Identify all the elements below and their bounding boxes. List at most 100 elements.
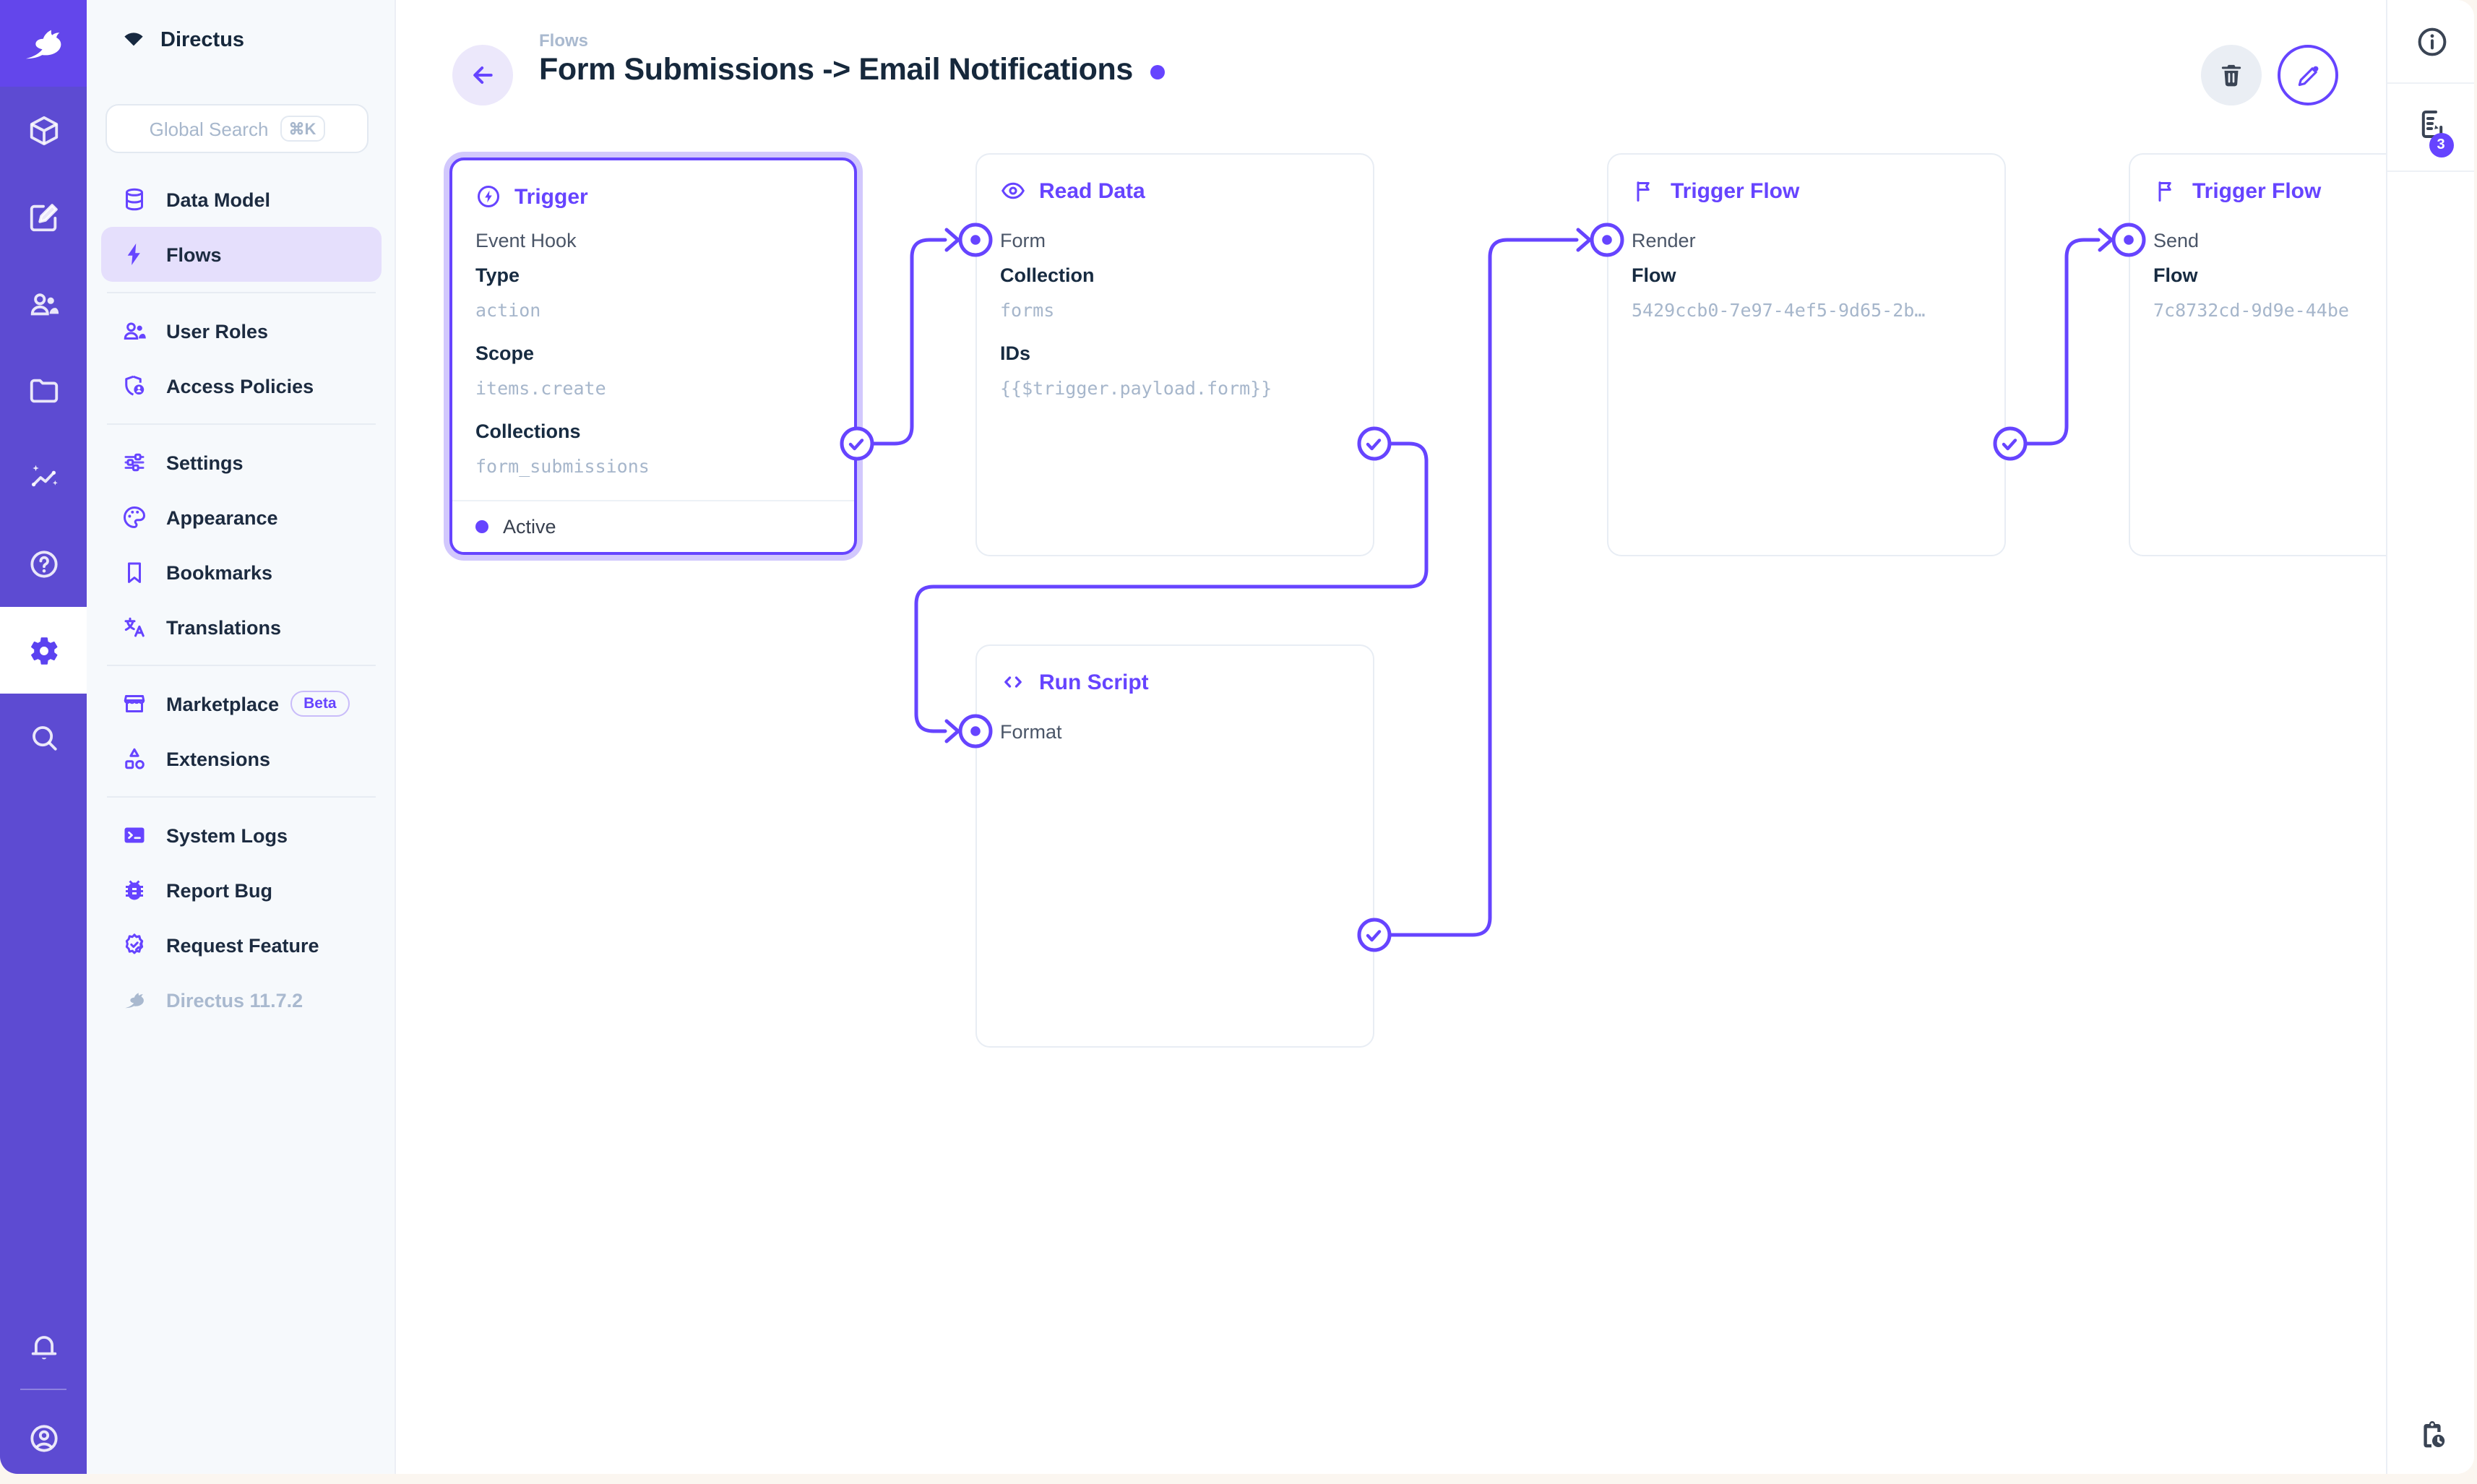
translate-icon bbox=[124, 617, 145, 637]
module-content[interactable] bbox=[0, 87, 87, 173]
rabbit-icon bbox=[125, 993, 144, 1009]
wire-arrowhead bbox=[2098, 228, 2114, 252]
nav-item-marketplace[interactable]: Marketplace Beta bbox=[101, 676, 382, 731]
nav-item-version[interactable]: Directus 11.7.2 bbox=[101, 972, 382, 1027]
beta-badge: Beta bbox=[290, 691, 350, 717]
nav-item-settings[interactable]: Settings bbox=[101, 435, 382, 490]
page-title-row: Form Submissions -> Email Notifications bbox=[539, 52, 1165, 88]
edit-flow-button[interactable] bbox=[2278, 45, 2338, 105]
nav-item-access-policies[interactable]: Access Policies bbox=[101, 358, 382, 413]
project-name: Directus bbox=[160, 29, 245, 52]
edit-icon bbox=[29, 203, 57, 231]
nav-divider bbox=[107, 423, 376, 425]
node-title: Run Script bbox=[1000, 666, 1350, 698]
notifications-button[interactable] bbox=[0, 1303, 87, 1390]
version-label: Directus 11.7.2 bbox=[166, 989, 303, 1011]
wire-arrowhead bbox=[944, 228, 960, 252]
nav-item-appearance[interactable]: Appearance bbox=[101, 490, 382, 545]
nav-item-extensions[interactable]: Extensions bbox=[101, 731, 382, 786]
people-icon bbox=[30, 293, 59, 315]
back-button[interactable] bbox=[452, 45, 513, 105]
bookmark-icon bbox=[128, 562, 141, 583]
pending-revisions-button[interactable] bbox=[2387, 1400, 2474, 1470]
bolt-circle-icon bbox=[478, 186, 499, 207]
sliders-icon bbox=[124, 453, 145, 472]
nav-divider bbox=[107, 292, 376, 293]
breadcrumb[interactable]: Flows bbox=[539, 30, 589, 51]
module-bar bbox=[0, 0, 87, 1474]
node-title: Read Data bbox=[1000, 175, 1350, 207]
user-menu-button[interactable] bbox=[0, 1394, 87, 1474]
info-icon bbox=[2417, 27, 2446, 56]
users-icon bbox=[124, 322, 146, 340]
flow-node-trigger[interactable]: Trigger Event Hook Type action Scope ite… bbox=[449, 158, 857, 555]
module-files[interactable] bbox=[0, 347, 87, 433]
flow-node-run-script[interactable]: Run Script Format bbox=[975, 644, 1374, 1048]
module-insights[interactable] bbox=[0, 433, 87, 520]
palette-icon bbox=[124, 506, 146, 529]
active-dot-icon bbox=[475, 520, 488, 533]
module-help[interactable] bbox=[0, 520, 87, 607]
module-settings[interactable] bbox=[0, 607, 87, 694]
bell-icon bbox=[30, 1335, 56, 1359]
eye-icon bbox=[1001, 182, 1025, 199]
wire-trigger-flow-to-trigger-flow bbox=[2024, 238, 2101, 446]
help-icon bbox=[30, 550, 57, 577]
arrow-left-icon bbox=[473, 66, 493, 84]
global-search-input[interactable]: Global Search ⌘K bbox=[105, 104, 369, 153]
notices-sidebar-button[interactable]: 3 bbox=[2387, 84, 2474, 171]
notices-count-badge: 3 bbox=[2429, 132, 2453, 157]
wire-trigger-to-read-data bbox=[871, 238, 947, 446]
module-editor[interactable] bbox=[0, 173, 87, 260]
nav-list: Data Model Flows User Roles Access Polic… bbox=[101, 172, 382, 1027]
module-users[interactable] bbox=[0, 260, 87, 347]
node-input-label: Send bbox=[2153, 230, 2200, 251]
box-icon bbox=[29, 115, 58, 145]
node-title: Trigger Flow bbox=[2153, 175, 2386, 207]
nav-item-bookmarks[interactable]: Bookmarks bbox=[101, 545, 382, 600]
trigger-status: Active bbox=[452, 500, 854, 552]
search-shortcut-badge: ⌘K bbox=[280, 116, 325, 142]
trigger-type: Event Hook bbox=[475, 230, 577, 251]
flow-node-trigger-flow-render[interactable]: Trigger Flow Render Flow 5429ccb0-7e97-4… bbox=[1607, 153, 2006, 556]
terminal-icon bbox=[124, 827, 145, 843]
nav-item-flows[interactable]: Flows bbox=[101, 227, 382, 282]
sidebar-divider bbox=[2387, 171, 2474, 172]
delete-flow-button[interactable] bbox=[2201, 45, 2262, 105]
insights-icon bbox=[30, 464, 57, 486]
database-icon bbox=[126, 188, 143, 211]
nav-panel: Directus Global Search ⌘K Data Model Flo… bbox=[87, 0, 396, 1474]
flow-canvas[interactable]: Flows Form Submissions -> Email Notifica… bbox=[396, 0, 2386, 1474]
nav-item-report-bug[interactable]: Report Bug bbox=[101, 863, 382, 918]
node-input-label: Form bbox=[1000, 230, 1046, 251]
page-title: Form Submissions -> Email Notifications bbox=[539, 52, 1133, 87]
nav-item-user-roles[interactable]: User Roles bbox=[101, 303, 382, 358]
info-sidebar-button[interactable] bbox=[2387, 0, 2474, 82]
settings-icon bbox=[30, 637, 57, 664]
directus-rabbit-icon bbox=[25, 30, 61, 59]
flag-icon bbox=[1637, 181, 1650, 202]
project-chooser[interactable]: Directus bbox=[87, 12, 396, 69]
nav-item-data-model[interactable]: Data Model bbox=[101, 172, 382, 227]
right-sidebar: 3 bbox=[2386, 0, 2474, 1474]
shield-user-icon bbox=[125, 375, 145, 396]
nav-item-translations[interactable]: Translations bbox=[101, 600, 382, 655]
extensions-icon bbox=[125, 748, 145, 769]
bug-icon bbox=[126, 880, 143, 900]
search-icon bbox=[32, 725, 56, 750]
flow-node-trigger-flow-send[interactable]: Trigger Flow Send Flow 7c8732cd-9d9e-44b… bbox=[2129, 153, 2386, 556]
code-icon bbox=[1004, 676, 1022, 688]
wire-run-script-to-trigger-flow bbox=[1388, 238, 1579, 937]
flow-node-read-data[interactable]: Read Data Form Collection forms IDs {{$t… bbox=[975, 153, 1374, 556]
folder-icon bbox=[29, 378, 58, 402]
user-circle-icon bbox=[30, 1424, 57, 1451]
project-logo-icon bbox=[124, 32, 143, 46]
wire-arrowhead bbox=[944, 719, 960, 743]
nav-item-request-feature[interactable]: Request Feature bbox=[101, 918, 382, 972]
directus-logo[interactable] bbox=[0, 0, 87, 87]
nav-item-system-logs[interactable]: System Logs bbox=[101, 808, 382, 863]
module-search[interactable] bbox=[0, 694, 87, 780]
nav-divider bbox=[107, 665, 376, 666]
node-title: Trigger Flow bbox=[1632, 175, 1981, 207]
